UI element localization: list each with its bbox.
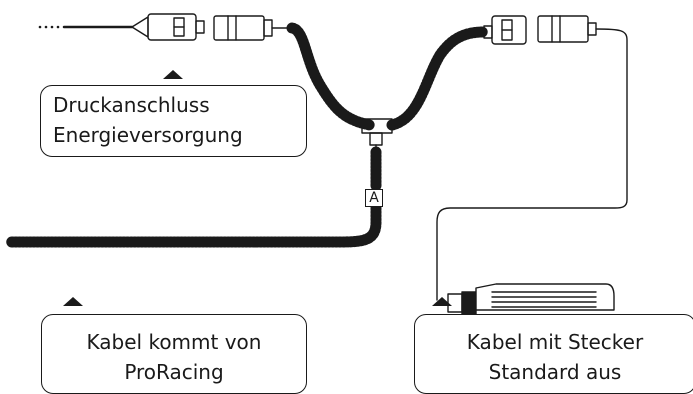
arrow-up-icon [63, 297, 83, 306]
callout-cable-plug: Kabel mit Stecker Standard aus [414, 314, 693, 394]
junction-label: A [365, 189, 383, 207]
pressure-connector [131, 13, 205, 41]
callout-line: Kabel kommt von [86, 330, 262, 354]
coil-bottom [4, 202, 382, 248]
callout-cable-source: Kabel kommt von ProRacing [41, 314, 307, 394]
right-coupling [483, 15, 527, 45]
arrow-up-icon [432, 297, 452, 306]
device-cable [436, 28, 628, 301]
device-housing [447, 283, 615, 315]
arrow-up-icon [163, 70, 183, 79]
callout-line: ProRacing [124, 360, 224, 384]
callout-pressure-connection: Druckanschluss Energieversorgung [40, 85, 307, 157]
coil-right [386, 26, 490, 131]
callout-line: Energieversorgung [53, 123, 243, 147]
dotted-lead [38, 25, 60, 29]
cable-diagram [4, 13, 628, 315]
right-plug [537, 15, 597, 43]
left-plug [213, 15, 293, 41]
coil-left [286, 22, 376, 131]
callout-line: Kabel mit Stecker [466, 330, 644, 354]
callout-line: Druckanschluss [53, 93, 210, 117]
callout-line: Standard aus [488, 360, 622, 384]
